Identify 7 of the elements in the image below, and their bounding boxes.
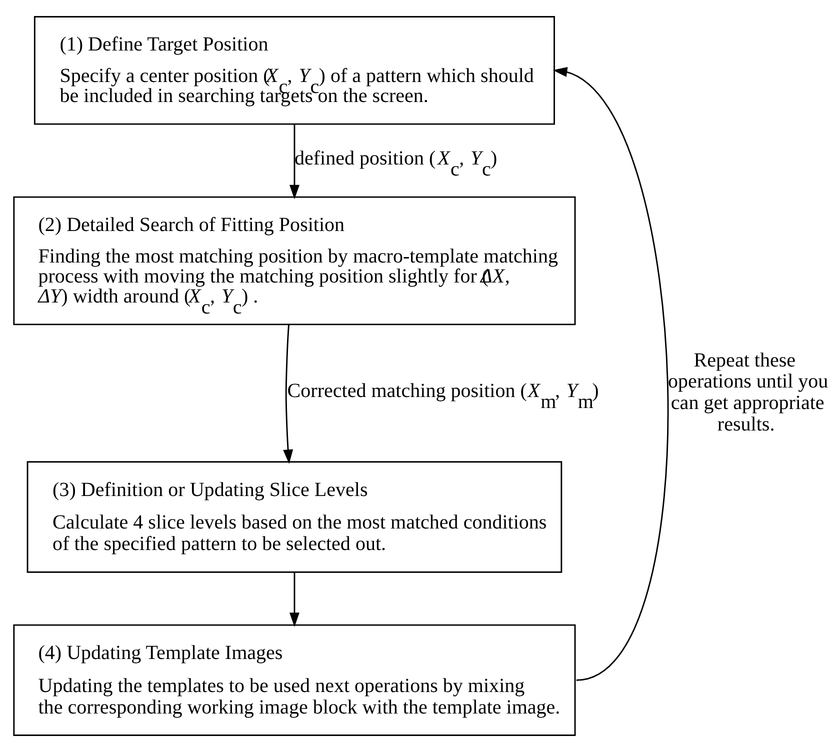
arrow: [283, 324, 294, 464]
arrow: [289, 572, 300, 627]
arrow: [552, 67, 668, 681]
arrow: [289, 124, 300, 200]
edge-label: Repeat these operations until you can get appropriate results.: [668, 349, 828, 436]
node-box: (4) Updating Template Images Updating the templates to be used next operations by mixing the corresponding working image block with the template image.: [13, 624, 576, 736]
node-box: (3) Definition or Updating Slice Levels Calculate 4 slice levels based on the most matched conditions of the specified pattern to be selected out.: [26, 461, 562, 573]
